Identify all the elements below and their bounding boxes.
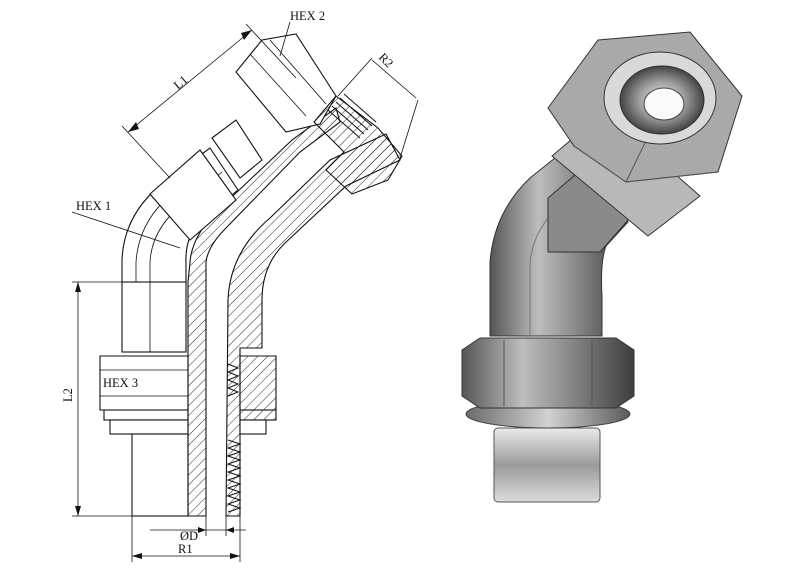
dim-l2 [72, 281, 132, 517]
label-hex2: HEX 2 [290, 9, 325, 23]
label-l2: L2 [61, 388, 75, 402]
hex1-collar [149, 149, 237, 241]
seal-ring [109, 419, 189, 435]
label-r1: R1 [178, 542, 193, 556]
section-wall [187, 107, 341, 517]
washer [103, 409, 189, 421]
render-lower-thread [493, 427, 601, 503]
dim-r1 [131, 516, 241, 562]
dim-d [150, 516, 246, 536]
label-d: ØD [180, 529, 198, 543]
section-drawing: L1 R2 HEX 2 HEX 1 HEX 3 L2 [61, 9, 419, 562]
label-hex1: HEX 1 [76, 199, 111, 213]
lower-thread [131, 433, 189, 517]
lower-thread-section [226, 363, 242, 513]
hex2-section [313, 95, 403, 195]
dim-r2 [337, 57, 419, 159]
hex3-section [239, 355, 277, 411]
fitting-3d-render [461, 31, 743, 503]
label-l1: L1 [171, 73, 191, 93]
body-lower [121, 281, 187, 353]
label-hex3: HEX 3 [103, 376, 138, 390]
leader-hex1 [71, 211, 181, 249]
upper-thread-lines [327, 93, 377, 139]
leader-hex2 [279, 21, 291, 57]
label-r2: R2 [376, 50, 396, 70]
render-hex3 [461, 337, 635, 409]
dim-l1 [121, 23, 297, 179]
